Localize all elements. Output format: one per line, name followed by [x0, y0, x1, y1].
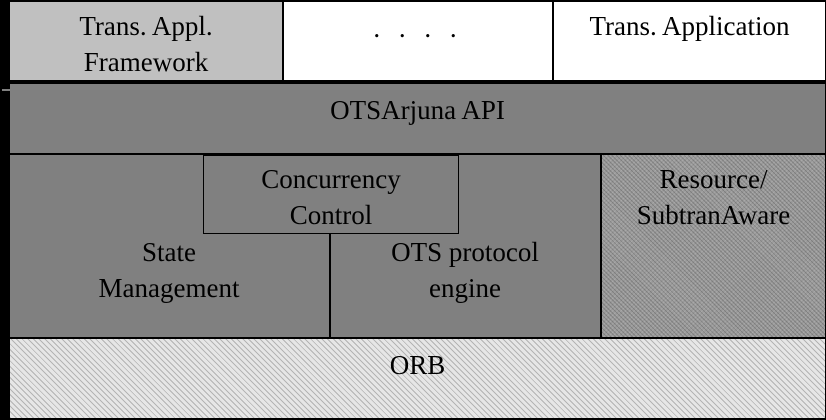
- ots-protocol-engine-box: OTS protocol engine: [391, 237, 539, 303]
- left-edge-tick: [2, 89, 10, 91]
- orb-layer: ORB: [10, 339, 825, 418]
- state-ots-divider: [329, 234, 331, 337]
- otsarjuna-api-layer: OTSArjuna API: [10, 84, 825, 153]
- resource-subtranaware-box: Resource/ SubtranAware: [602, 155, 825, 337]
- state-management-box: State Management: [98, 237, 240, 303]
- trans-appl-framework-box: Trans. Appl. Framework: [10, 2, 282, 80]
- concurrency-control-box: Concurrency Control: [203, 155, 459, 234]
- trans-application-box: Trans. Application: [554, 2, 825, 80]
- ellipsis-box: . . . .: [284, 2, 552, 80]
